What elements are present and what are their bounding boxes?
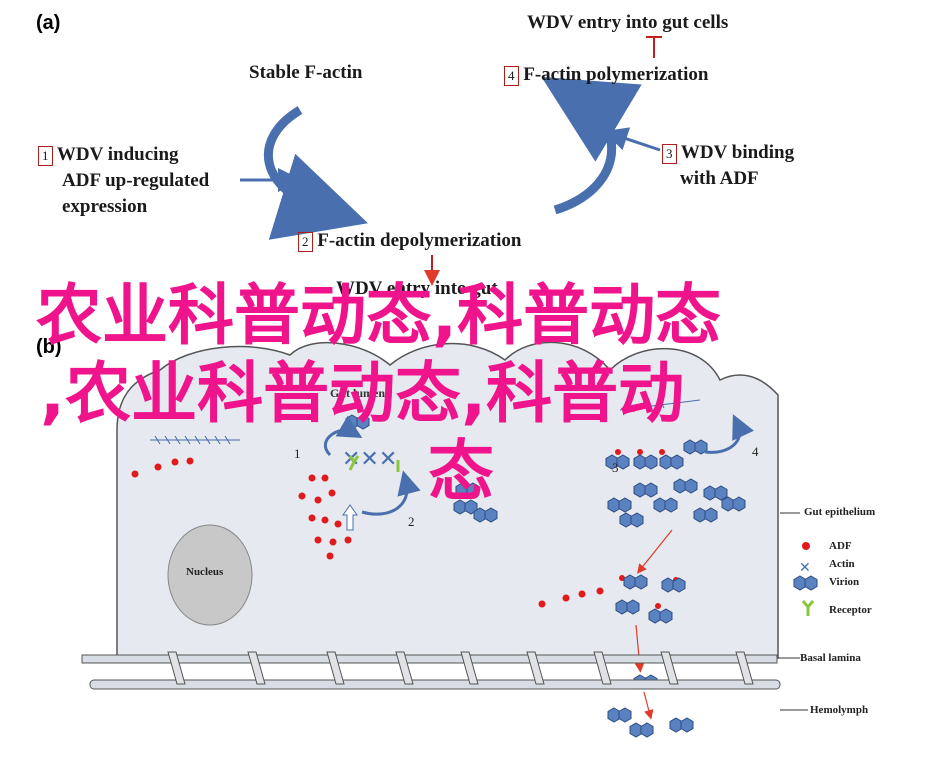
step2-text: F-actin depolymerization: [317, 230, 522, 251]
receptors: [348, 455, 400, 472]
arrow-b1: [323, 415, 363, 457]
legend-adf: ADF: [829, 540, 852, 552]
cycle-arrow-from-step3: [603, 127, 661, 152]
step4-text: F-actin polymerization: [523, 64, 709, 85]
actin-cross-icon: ✕: [799, 560, 811, 576]
arrow-b2: [361, 470, 421, 516]
red-arrow-b3: [643, 691, 654, 720]
b-step-1: 1: [294, 446, 301, 461]
step1-block: 1 WDV inducing ADF up-regulated expressi…: [38, 142, 209, 220]
b-step-4: 4: [752, 444, 759, 459]
cycle-arrow-right: [541, 76, 642, 215]
legend-virion: Virion: [829, 576, 860, 588]
legend-actin: Actin: [829, 558, 855, 570]
step1-line1: WDV inducing: [56, 144, 179, 165]
gut-epithelium-label: Gut epithelium: [804, 506, 876, 518]
overlay-text-line3: 态: [428, 433, 494, 510]
hollow-up-arrow: [342, 504, 358, 531]
wdv-entry-bottom-label: WDV entry into gut: [336, 278, 498, 299]
step1-line3: expression: [62, 196, 148, 217]
red-arrow-b1: [637, 529, 673, 574]
legend-receptor: Receptor: [829, 604, 872, 616]
step3-line2: with ADF: [680, 168, 759, 189]
arrow-b4: [704, 414, 754, 454]
step1-line2: ADF up-regulated: [62, 170, 210, 191]
cycle-arrow-left: [263, 106, 369, 240]
step3-line1: WDV binding: [680, 142, 795, 163]
panel-b-label: (b): [36, 336, 62, 358]
basal-lamina-bar: [81, 654, 778, 664]
step2-number: 2: [298, 232, 313, 252]
step1-number: 1: [38, 146, 53, 166]
panel-a-label: (a): [36, 12, 61, 34]
receptor-y-icon: [801, 600, 815, 616]
stable-factin-label: Stable F-actin: [249, 62, 363, 83]
hemolymph-label: Hemolymph: [810, 704, 869, 716]
wdv-entry-top-label: WDV entry into gut cells: [527, 12, 729, 33]
actin-filaments: [150, 397, 701, 445]
step3-block: 3 WDV binding with ADF: [662, 140, 794, 192]
step4-label: 4 F-actin polymerization: [504, 62, 708, 88]
basal-lamina-pillars: [167, 651, 754, 685]
b-step-2: 2: [408, 514, 415, 529]
step3-number: 3: [662, 144, 677, 164]
overlay-text-line1: 农业科普动态,科普动态: [36, 277, 722, 354]
virion-hexagon-icon: [793, 575, 818, 591]
gut-epithelial-cell: [116, 341, 779, 659]
b-step-3: 3: [612, 460, 619, 475]
step4-number: 4: [504, 66, 519, 86]
adf-dot-icon: [802, 542, 810, 550]
gut-lumen-label: Gut lumen: [330, 386, 386, 400]
basal-lamina-label: Basal lamina: [800, 652, 861, 664]
nucleus-shape: [167, 524, 253, 626]
nucleus-label: Nucleus: [186, 566, 224, 578]
step2-label: 2 F-actin depolymerization: [298, 228, 521, 254]
overlay-text-line2: ,农业科普动态,科普动: [40, 355, 685, 432]
